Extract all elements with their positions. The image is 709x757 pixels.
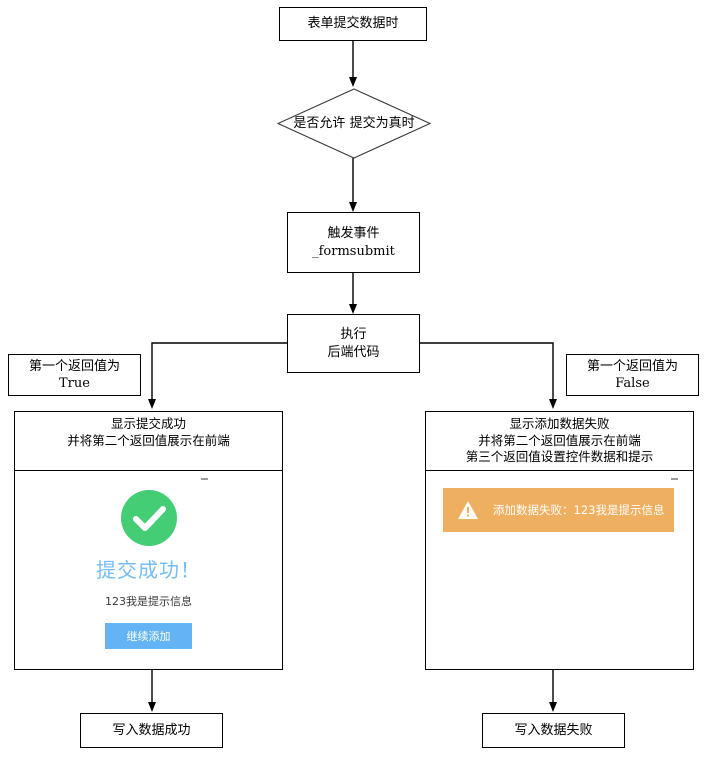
check-circle-icon [120,490,177,546]
success-panel: 显示提交成功 并将第二个返回值展示在前端 提交成功！ 123我是提示信息 继续添… [14,411,283,670]
trigger-line-2: _formsubmit [312,243,395,259]
success-message: 123我是提示信息 [105,595,192,608]
error-head-line-2: 并将第二个返回值展示在前端 [478,432,641,448]
label-return-false: 第一个返回值为 False [566,354,699,396]
decision-line-2: 提交为真时 [349,115,415,131]
label-false-line-1: 第一个返回值为 [586,358,678,374]
success-panel-body: 提交成功！ 123我是提示信息 继续添加 [15,471,282,669]
success-dialog-mock: 提交成功！ 123我是提示信息 继续添加 [15,471,282,669]
continue-add-button[interactable]: 继续添加 [105,623,192,649]
node-decision: 是否允许 提交为真时 [277,88,431,159]
node-end-write-success: 写入数据成功 [80,713,223,748]
label-return-true: 第一个返回值为 True [8,354,141,396]
trigger-line-1: 触发事件 [327,226,380,242]
warning-triangle-icon [458,501,478,519]
error-panel-body: 添加数据失败：123我是提示信息 [426,471,693,669]
node-decision-label: 是否允许 提交为真时 [293,115,414,132]
end-success-label: 写入数据成功 [112,722,191,738]
node-start: 表单提交数据时 [279,7,427,41]
node-start-label: 表单提交数据时 [307,16,399,32]
label-true-line-1: 第一个返回值为 [28,358,120,374]
screenshot-artifact [201,478,208,480]
error-head-line-1: 显示添加数据失败 [509,416,610,431]
node-execute-backend: 执行 后端代码 [287,314,420,373]
node-end-write-fail: 写入数据失败 [482,713,625,748]
execute-line-2: 后端代码 [327,344,380,360]
node-trigger-event: 触发事件 _formsubmit [287,212,420,273]
error-head-line-3: 第三个返回值设置控件数据和提示 [465,449,654,464]
diamond-shape [277,88,431,159]
error-panel: 显示添加数据失败 并将第二个返回值展示在前端 第三个返回值设置控件数据和提示 添… [425,411,694,670]
error-panel-header: 显示添加数据失败 并将第二个返回值展示在前端 第三个返回值设置控件数据和提示 [426,412,693,471]
success-head-line-1: 显示提交成功 [110,416,186,431]
execute-line-1: 执行 [340,327,367,343]
label-true-line-2: True [59,376,90,391]
end-fail-label: 写入数据失败 [514,722,593,738]
screenshot-artifact [671,478,678,480]
success-head-line-2: 并将第二个返回值展示在前端 [67,432,230,448]
label-false-line-2: False [615,376,650,391]
error-alert-text: 添加数据失败：123我是提示信息 [493,503,665,517]
decision-line-1: 是否允许 [293,115,346,131]
success-panel-header: 显示提交成功 并将第二个返回值展示在前端 [15,412,282,471]
success-title: 提交成功！ [96,558,201,582]
error-alert-bar: 添加数据失败：123我是提示信息 [443,488,674,532]
